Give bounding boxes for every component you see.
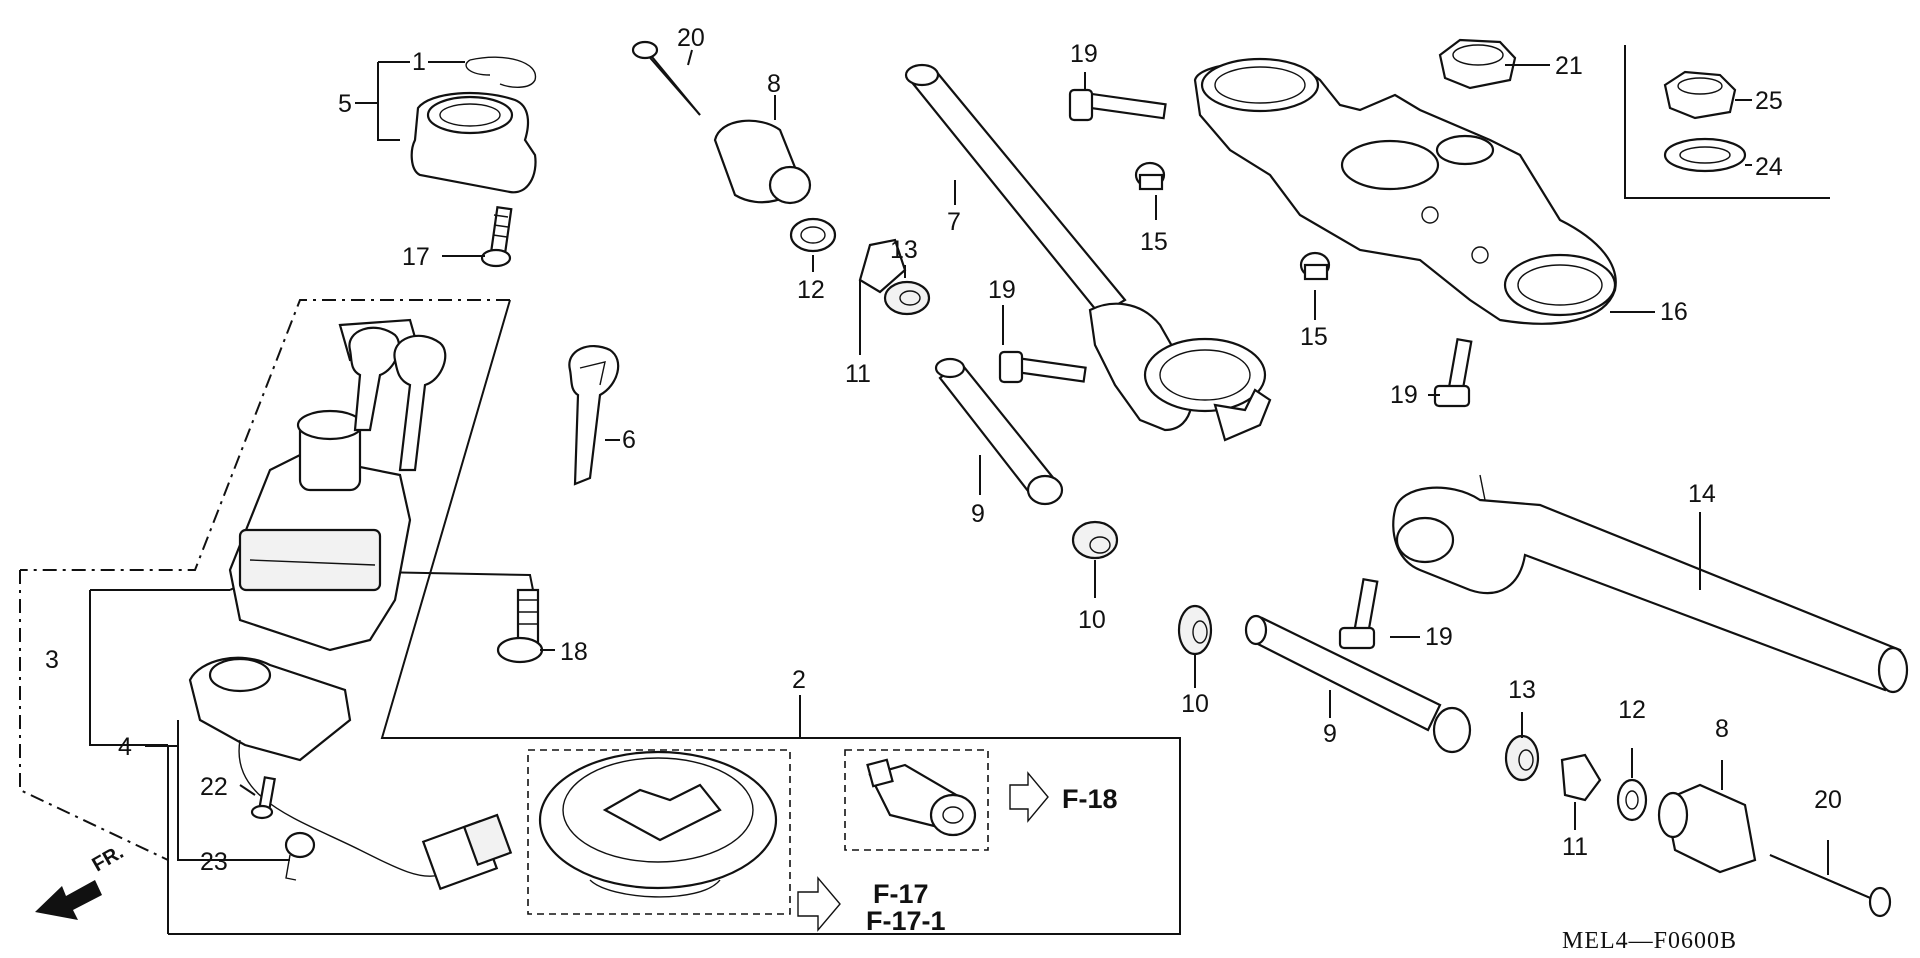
front-direction-label: FR. bbox=[89, 841, 128, 876]
washer-12-upper-part bbox=[789, 217, 837, 253]
weight-tube-9-upper-part bbox=[934, 357, 1064, 506]
callout-15-lower: 15 bbox=[1300, 323, 1328, 351]
callout-17: 17 bbox=[402, 243, 430, 271]
callout-20-lower: 20 bbox=[1814, 786, 1842, 814]
callout-13-lower: 13 bbox=[1508, 676, 1536, 704]
front-direction-arrow-icon: FR. bbox=[35, 841, 127, 920]
callout-21: 21 bbox=[1555, 52, 1583, 80]
ignition-cover-part bbox=[410, 91, 537, 194]
callout-2: 2 bbox=[792, 666, 806, 694]
callout-11-upper: 11 bbox=[845, 360, 871, 388]
ignition-keys-part bbox=[348, 326, 447, 472]
circlip-part bbox=[465, 56, 537, 88]
rubber-13-upper-part bbox=[883, 280, 931, 316]
callout-7: 7 bbox=[947, 208, 961, 236]
callout-5: 5 bbox=[338, 90, 352, 118]
callout-22: 22 bbox=[200, 773, 228, 801]
seat-lock-part bbox=[866, 758, 977, 837]
callout-16: 16 bbox=[1660, 298, 1688, 326]
callout-8-upper: 8 bbox=[767, 70, 781, 98]
reference-f17-1: F-17-1 bbox=[866, 906, 946, 936]
arrow-to-f17-icon bbox=[797, 876, 841, 932]
top-bridge-part bbox=[1193, 57, 1617, 325]
reference-labels: F-18 F-17 F-17-1 bbox=[866, 784, 1118, 936]
callout-4: 4 bbox=[118, 733, 132, 761]
ignition-switch-part bbox=[228, 318, 422, 652]
callout-19-mid: 19 bbox=[988, 276, 1016, 304]
rubber-10-upper-part bbox=[1071, 520, 1119, 560]
reference-f17: F-17 bbox=[873, 879, 929, 909]
cap-15-upper-part bbox=[1134, 161, 1166, 191]
callout-11-lower: 11 bbox=[1562, 833, 1588, 861]
callout-15-upper: 15 bbox=[1140, 228, 1168, 256]
clamp-23-part bbox=[284, 831, 316, 881]
callout-10-lower: 10 bbox=[1181, 690, 1209, 718]
callout-19-lower: 19 bbox=[1425, 623, 1453, 651]
fuel-cap-inset-box bbox=[527, 749, 791, 915]
screw-17-part bbox=[480, 206, 513, 268]
callout-3: 3 bbox=[45, 646, 59, 674]
key-6-part bbox=[568, 345, 620, 486]
callout-labels: 1 5 17 20 8 12 11 13 7 19 15 19 9 10 15 … bbox=[45, 24, 1842, 876]
rubber-13-lower-part bbox=[1504, 734, 1540, 782]
callout-13-upper: 13 bbox=[890, 236, 918, 264]
arrow-to-f18-icon bbox=[1009, 771, 1049, 823]
callout-9-upper: 9 bbox=[971, 500, 985, 528]
clip-11-lower-part bbox=[1560, 753, 1602, 802]
bar-end-weight-upper-part bbox=[713, 119, 812, 205]
callout-9-lower: 9 bbox=[1323, 720, 1337, 748]
bolt-19-right-part bbox=[1433, 337, 1473, 408]
screw-18-part bbox=[496, 588, 544, 664]
bolt-19-lower-part bbox=[1338, 577, 1379, 650]
washer-12-lower-part bbox=[1616, 778, 1648, 822]
callout-6: 6 bbox=[622, 426, 636, 454]
diagram-code: MEL4—F0600B bbox=[1562, 928, 1737, 954]
cap-15-lower-part bbox=[1299, 251, 1331, 281]
callout-23: 23 bbox=[200, 848, 228, 876]
clip-11-upper-part bbox=[858, 238, 907, 294]
screw-22-part bbox=[250, 776, 276, 820]
callout-24: 24 bbox=[1755, 153, 1783, 181]
weight-tube-9-lower-part bbox=[1244, 614, 1472, 754]
seat-lock-inset-box bbox=[844, 749, 989, 851]
bolt-19-top-part bbox=[1068, 88, 1167, 122]
nut-25-part bbox=[1663, 70, 1737, 120]
bar-end-weight-lower-part bbox=[1657, 783, 1757, 874]
bolt-20-upper-part bbox=[631, 40, 701, 116]
callout-19-right: 19 bbox=[1390, 381, 1418, 409]
callout-12-upper: 12 bbox=[797, 276, 825, 304]
rubber-10-lower-part bbox=[1177, 604, 1213, 656]
bolt-19-mid-part bbox=[998, 350, 1087, 384]
callout-18: 18 bbox=[560, 638, 588, 666]
nut-21-part bbox=[1438, 38, 1517, 90]
leader-lines bbox=[145, 49, 1829, 875]
callout-10-upper: 10 bbox=[1078, 606, 1106, 634]
fuel-cap-part bbox=[538, 750, 778, 898]
reference-f18: F-18 bbox=[1062, 784, 1118, 814]
callout-19-top: 19 bbox=[1070, 40, 1098, 68]
bolt-20-lower-part bbox=[1769, 854, 1892, 918]
callout-1: 1 bbox=[412, 48, 426, 76]
left-handle-pipe-part bbox=[904, 63, 1272, 442]
callout-14: 14 bbox=[1688, 480, 1716, 508]
assembly-group-outlines bbox=[19, 45, 1830, 935]
callout-25: 25 bbox=[1755, 87, 1783, 115]
washer-24-part bbox=[1663, 137, 1747, 173]
callout-8-lower: 8 bbox=[1715, 715, 1729, 743]
sensor-harness-part bbox=[188, 656, 513, 891]
callout-12-lower: 12 bbox=[1618, 696, 1646, 724]
right-handle-pipe-part bbox=[1392, 474, 1909, 694]
callout-20-upper: 20 bbox=[677, 24, 705, 52]
